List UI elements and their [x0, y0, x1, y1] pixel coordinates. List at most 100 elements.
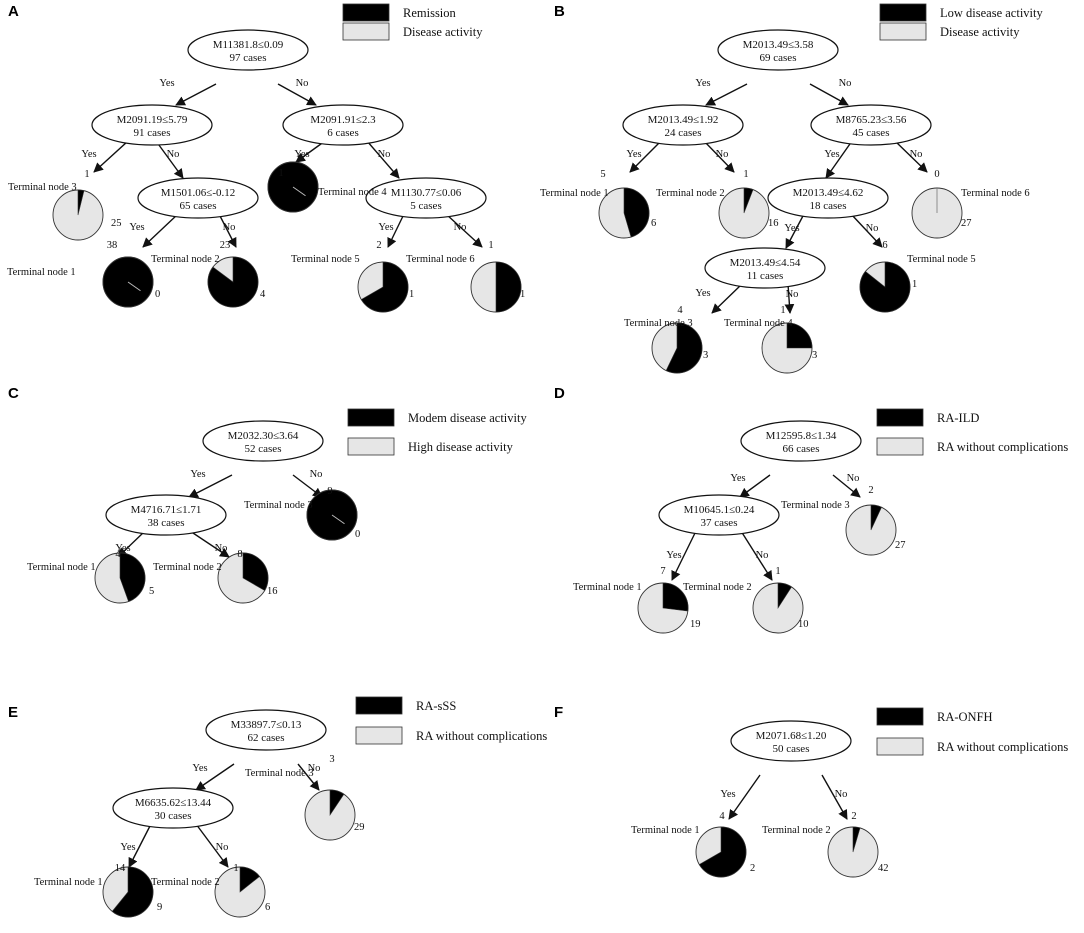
edge-arrow	[445, 213, 483, 248]
terminal-node-label: Terminal node 5	[291, 254, 360, 265]
split-node-oval	[717, 29, 839, 71]
terminal-node: Terminal node 521	[291, 240, 414, 313]
pie-slice-positive	[239, 866, 260, 893]
edge-arrow	[277, 83, 317, 106]
count-negative: 6	[265, 902, 270, 913]
edge-arrow	[703, 140, 735, 173]
count-positive: 4	[115, 549, 121, 560]
split-node-oval	[767, 177, 889, 219]
split-cases: 66 cases	[783, 443, 820, 455]
count-negative: 4	[260, 289, 266, 300]
terminal-node: Terminal node 41	[267, 161, 387, 213]
edge-arrow	[832, 474, 861, 498]
edge-arrow	[189, 530, 230, 558]
split-node-oval	[91, 104, 213, 146]
count-positive: 4	[719, 811, 725, 822]
split-rule: M11381.8≤0.09	[213, 39, 284, 51]
pie-slice-positive	[786, 322, 813, 349]
panel-letter: B	[554, 3, 565, 20]
legend-swatch-negative	[342, 22, 390, 41]
pie-slice-positive	[870, 504, 882, 531]
terminal-node-label: Terminal node 2	[762, 825, 831, 836]
pie-slice-positive	[852, 826, 861, 853]
split-rule: M1501.06≤-0.12	[161, 187, 235, 199]
edge-label-no: No	[310, 469, 323, 480]
split-rule: M2032.30≤3.64	[228, 430, 299, 442]
split-cases: 18 cases	[810, 200, 847, 212]
pie-slice-positive	[360, 261, 409, 313]
pie-slice-positive	[111, 866, 154, 918]
terminal-node-label: Terminal node 2	[656, 188, 725, 199]
count-negative: 0	[155, 289, 160, 300]
edge-arrow	[671, 530, 697, 581]
split-cases: 24 cases	[665, 127, 702, 139]
split-rule: M2013.49≤3.58	[743, 39, 814, 51]
split-node-oval	[137, 177, 259, 219]
count-positive: 2	[868, 485, 873, 496]
count-negative: 16	[768, 218, 779, 229]
edge-label-no: No	[910, 149, 923, 160]
tree-edge: Yes	[695, 78, 748, 106]
split-rule: M12595.8≤1.34	[766, 430, 837, 442]
tree-edge: Yes	[188, 469, 233, 498]
edge-label-no: No	[308, 763, 321, 774]
legend-swatch-negative	[347, 437, 395, 456]
split-node-oval	[730, 720, 852, 762]
count-positive: 3	[329, 754, 334, 765]
edge-arrow	[784, 283, 795, 314]
count-positive: 23	[220, 240, 231, 251]
terminal-node-label: Terminal node 3	[8, 182, 77, 193]
terminal-node-label: Terminal node 2	[151, 254, 220, 265]
edge-label-yes: Yes	[824, 149, 839, 160]
edge-arrow	[195, 823, 229, 868]
split-cases: 52 cases	[245, 443, 282, 455]
count-negative: 27	[895, 540, 906, 551]
edge-label-yes: Yes	[784, 223, 799, 234]
pie-slice-positive	[119, 552, 146, 602]
edge-arrow	[894, 140, 928, 173]
pie-divider	[292, 186, 306, 197]
legend-swatch-positive	[876, 707, 924, 726]
pie-slice-positive	[329, 789, 345, 816]
count-negative: 1	[520, 289, 525, 300]
panel-letter: D	[554, 385, 565, 402]
tree-edge: Yes	[784, 213, 805, 249]
legend-label-negative: High disease activity	[408, 440, 514, 454]
tree-edge: Yes	[129, 213, 179, 248]
legend-label-negative: Disease activity	[403, 25, 483, 39]
split-cases: 50 cases	[773, 743, 810, 755]
legend-label-positive: Modem disease activity	[408, 411, 527, 425]
tree-edge: No	[277, 78, 317, 106]
edge-arrow	[128, 823, 152, 868]
legend-swatch-negative	[876, 437, 924, 456]
terminal-node: Terminal node 561	[859, 240, 976, 313]
split-rule: M2091.19≤5.79	[117, 114, 188, 126]
edge-arrow	[821, 774, 848, 820]
count-positive: 1	[488, 240, 493, 251]
split-node-oval	[282, 104, 404, 146]
tree-edge: No	[292, 469, 323, 498]
tree-edge: No	[189, 530, 230, 558]
terminal-node-label: Terminal node 2	[153, 562, 222, 573]
edge-label-yes: Yes	[81, 149, 96, 160]
legend-swatch-positive	[876, 408, 924, 427]
legend-label-negative: RA without complications	[937, 740, 1068, 754]
tree-edge: Yes	[81, 140, 129, 173]
terminal-node-label: Terminal node 1	[34, 877, 103, 888]
edge-arrow	[117, 530, 146, 558]
terminal-node-label: Terminal node 6	[406, 254, 475, 265]
split-node-oval	[810, 104, 932, 146]
